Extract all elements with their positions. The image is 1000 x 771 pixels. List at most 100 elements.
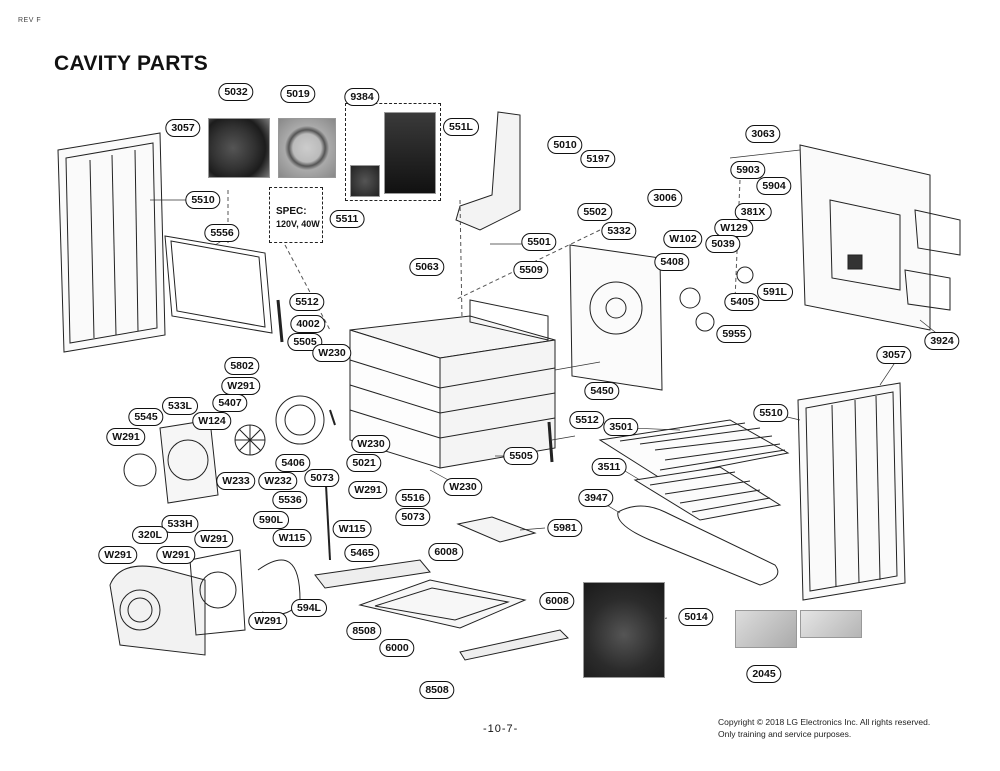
callout-5019: 5019 xyxy=(280,85,316,103)
callout-W129: W129 xyxy=(714,219,754,237)
callout-3057: 3057 xyxy=(876,346,912,364)
callout-5450: 5450 xyxy=(584,382,620,400)
callout-W115: W115 xyxy=(272,529,312,547)
spec-value: 120V, 40W xyxy=(276,219,320,229)
callout-5510: 5510 xyxy=(753,404,789,422)
callout-W291: W291 xyxy=(221,377,261,395)
callout-W291: W291 xyxy=(348,481,388,499)
air-duct xyxy=(455,111,521,231)
door-gasket-photo xyxy=(208,118,270,178)
callout-5407: 5407 xyxy=(212,394,248,412)
callout-533L: 533L xyxy=(162,397,198,415)
callout-9384: 9384 xyxy=(344,88,380,106)
callout-5545: 5545 xyxy=(128,408,164,426)
callout-5332: 5332 xyxy=(601,222,637,240)
callout-5512: 5512 xyxy=(289,293,325,311)
copyright-line-1: Copyright © 2018 LG Electronics Inc. All… xyxy=(718,717,931,727)
callout-6008: 6008 xyxy=(539,592,575,610)
right-side-panel xyxy=(797,382,906,601)
callout-5981: 5981 xyxy=(547,519,583,537)
oven-rack-upper xyxy=(598,419,790,479)
callout-W233: W233 xyxy=(216,472,256,490)
callout-W291: W291 xyxy=(248,612,288,630)
bottom-tray xyxy=(358,579,527,629)
callout-5955: 5955 xyxy=(716,325,752,343)
callout-5039: 5039 xyxy=(705,235,741,253)
callout-W291: W291 xyxy=(194,530,234,548)
lower-fan-housing xyxy=(109,565,206,656)
rear-back-panel xyxy=(799,144,961,331)
callout-5405: 5405 xyxy=(724,293,760,311)
wire-harness-photo xyxy=(583,582,665,678)
callout-3511: 3511 xyxy=(591,458,627,476)
oven-rack-lower xyxy=(633,466,782,521)
callout-533H: 533H xyxy=(161,515,199,533)
callout-2045: 2045 xyxy=(746,665,782,683)
callout-5501: 5501 xyxy=(521,233,557,251)
callout-5010: 5010 xyxy=(547,136,583,154)
kit-part-photo xyxy=(350,165,380,197)
page-number: -10-7- xyxy=(483,723,519,735)
callout-3501: 3501 xyxy=(603,418,639,436)
callout-5197: 5197 xyxy=(580,150,616,168)
wire-photo-2 xyxy=(800,610,862,638)
callout-8508: 8508 xyxy=(346,622,382,640)
callout-W115: W115 xyxy=(332,520,372,538)
callout-6008: 6008 xyxy=(428,543,464,561)
callout-5512: 5512 xyxy=(569,411,605,429)
callout-5904: 5904 xyxy=(756,177,792,195)
callout-5511: 5511 xyxy=(329,210,365,228)
callout-5510: 5510 xyxy=(185,191,221,209)
callout-5516: 5516 xyxy=(395,489,431,507)
callout-5014: 5014 xyxy=(678,608,714,626)
callout-3063: 3063 xyxy=(745,125,781,143)
callout-W291: W291 xyxy=(156,546,196,564)
fan-cover-plate xyxy=(159,419,219,504)
heater-ring-photo xyxy=(278,118,336,178)
callout-6000: 6000 xyxy=(379,639,415,657)
revision-label: REV F xyxy=(18,17,42,24)
callout-4002: 4002 xyxy=(290,315,326,333)
callout-5073: 5073 xyxy=(304,469,340,487)
bottom-rail xyxy=(314,559,431,589)
bulb-spec-box: SPEC: 120V, 40W xyxy=(269,187,323,243)
callout-5021: 5021 xyxy=(346,454,382,472)
callout-5032: 5032 xyxy=(218,83,254,101)
callout-5802: 5802 xyxy=(224,357,260,375)
copyright-notice: Copyright © 2018 LG Electronics Inc. All… xyxy=(718,716,930,740)
callout-5903: 5903 xyxy=(730,161,766,179)
callout-5406: 5406 xyxy=(275,454,311,472)
copyright-line-2: Only training and service purposes. xyxy=(718,729,852,739)
gasket-frame xyxy=(164,235,273,334)
callout-5509: 5509 xyxy=(513,261,549,279)
hinge-bar-left xyxy=(276,299,284,343)
callout-3006: 3006 xyxy=(647,189,683,207)
callout-591L: 591L xyxy=(757,283,793,301)
callout-5063: 5063 xyxy=(409,258,445,276)
callout-8508: 8508 xyxy=(419,681,455,699)
kit-dashed-box xyxy=(345,103,441,201)
callout-590L: 590L xyxy=(253,511,289,529)
callout-3947: 3947 xyxy=(578,489,614,507)
callout-W124: W124 xyxy=(192,412,232,430)
kit-package-photo xyxy=(384,112,436,194)
hinge-bar-right xyxy=(547,421,554,463)
callout-W230: W230 xyxy=(312,344,352,362)
wire-photo-1 xyxy=(735,610,797,648)
callout-W230: W230 xyxy=(351,435,391,453)
oven-cavity xyxy=(349,299,556,469)
callout-5408: 5408 xyxy=(654,253,690,271)
callout-W230: W230 xyxy=(443,478,483,496)
callout-W291: W291 xyxy=(106,428,146,446)
callout-5465: 5465 xyxy=(344,544,380,562)
convection-fan xyxy=(234,424,266,456)
callout-W102: W102 xyxy=(663,230,703,248)
convection-heater xyxy=(275,395,325,445)
spec-label: SPEC: xyxy=(276,206,307,217)
callout-5502: 5502 xyxy=(577,203,613,221)
callout-3924: 3924 xyxy=(924,332,960,350)
callout-5505: 5505 xyxy=(503,447,539,465)
callout-381X: 381X xyxy=(734,203,772,221)
door-gasket xyxy=(617,505,779,586)
